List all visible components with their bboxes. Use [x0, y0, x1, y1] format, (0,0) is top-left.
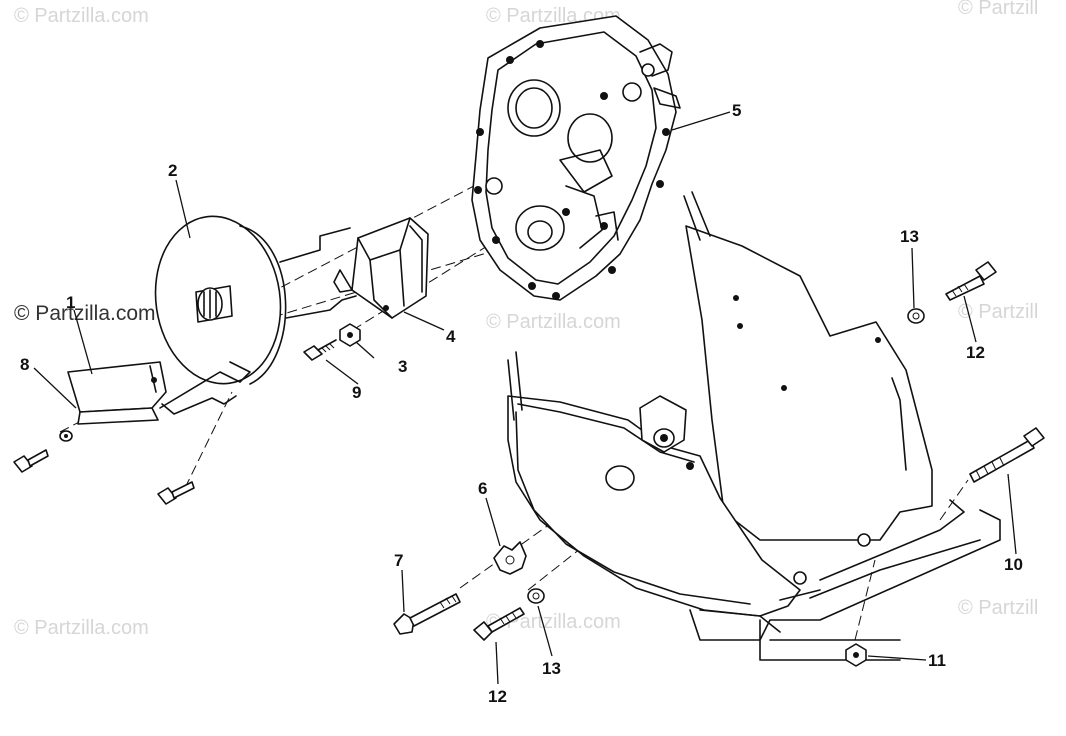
watermark-bottom-left: © Partzilla.com: [14, 617, 149, 639]
frame-bulkhead: [685, 225, 933, 541]
callout-11: 11: [928, 651, 946, 670]
watermark-layer: © Partzilla.com © Partzilla.com © Partzi…: [14, 0, 1038, 639]
callout-9: 9: [352, 383, 361, 402]
part-9-bolt: [303, 339, 337, 361]
callout-6: 6: [478, 479, 487, 498]
callout-13-lower: 13: [542, 659, 561, 678]
frame-side-panel: [507, 395, 871, 617]
callout-7: 7: [394, 551, 403, 570]
callout-10: 10: [1004, 555, 1023, 574]
callout-4: 4: [446, 327, 456, 346]
part-2-pulley: [154, 215, 357, 415]
callout-12-lower: 12: [488, 687, 507, 706]
part-12-bolt-lower: [473, 607, 525, 641]
callout-12-upper: 12: [966, 343, 985, 362]
leader-lines: [33, 111, 1017, 685]
part-4-mount: [333, 217, 429, 319]
watermark-top-right: © Partzill: [958, 0, 1038, 19]
part-11-nut: [845, 643, 867, 667]
watermark-bottom-right: © Partzill: [958, 597, 1038, 619]
callout-5: 5: [732, 101, 741, 120]
watermark-middle-center: © Partzilla.com: [486, 311, 621, 333]
part-13-washer-lower: [527, 588, 545, 604]
callout-3: 3: [398, 357, 407, 376]
callout-8: 8: [20, 355, 29, 374]
part-10-long-bolt: [969, 427, 1045, 483]
callout-13-upper: 13: [900, 227, 919, 246]
watermark-middle-right: © Partzill: [958, 301, 1038, 323]
watermark-top-left: © Partzilla.com: [14, 5, 149, 27]
part-8-bolt-set: [13, 430, 195, 505]
part-3-nut: [339, 323, 361, 347]
part-12-bolt-upper: [945, 261, 997, 301]
part-1-bracket: [67, 361, 167, 425]
part-6-star-nut: [493, 541, 527, 575]
callout-labels: 2 1 8 3 4 9 5 13 12 10 11 6 7 12 13: [20, 101, 1023, 706]
part-5-chaincase: [471, 15, 681, 301]
watermark-overlay-left: © Partzilla.com: [14, 302, 156, 325]
part-7-bolt: [393, 593, 461, 635]
part-13-washer-upper: [907, 308, 925, 324]
callout-1: 1: [66, 293, 75, 312]
callout-2: 2: [168, 161, 177, 180]
